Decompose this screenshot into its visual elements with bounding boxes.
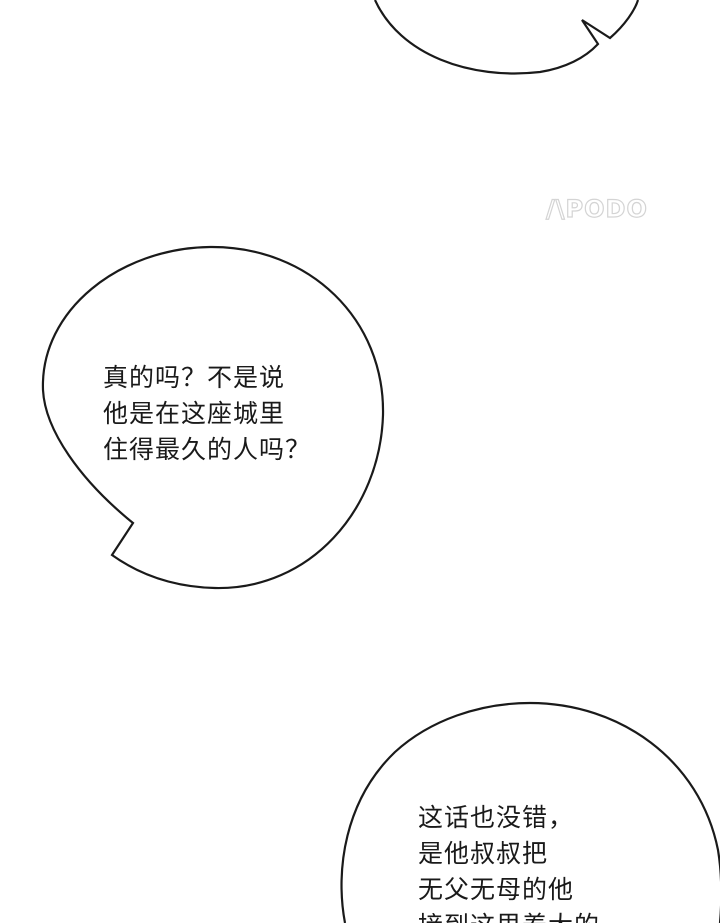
bubble-line: 这话也没错， (418, 803, 575, 832)
bubble-line: 无父无母的他 (418, 875, 575, 904)
speech-bubble-top (373, 0, 640, 75)
bubble-line: 是他叔叔把 (418, 839, 549, 868)
bubble-bottom-text: 这话也没错， 是他叔叔把 无父无母的他 接到这里养大的 (418, 800, 600, 923)
speech-bubble-bottom (340, 701, 720, 923)
bubble-middle-text: 真的吗？不是说 他是在这座城里 住得最久的人吗？ (103, 360, 311, 468)
bubble-line: 真的吗？不是说 (103, 363, 286, 392)
bubble-line: 住得最久的人吗？ (103, 435, 312, 464)
bubble-line: 接到这里养大的 (418, 908, 600, 923)
watermark-logo: /\PODO (545, 194, 648, 223)
bubble-line: 他是在这座城里 (103, 399, 286, 428)
speech-bubble-middle (41, 245, 385, 590)
